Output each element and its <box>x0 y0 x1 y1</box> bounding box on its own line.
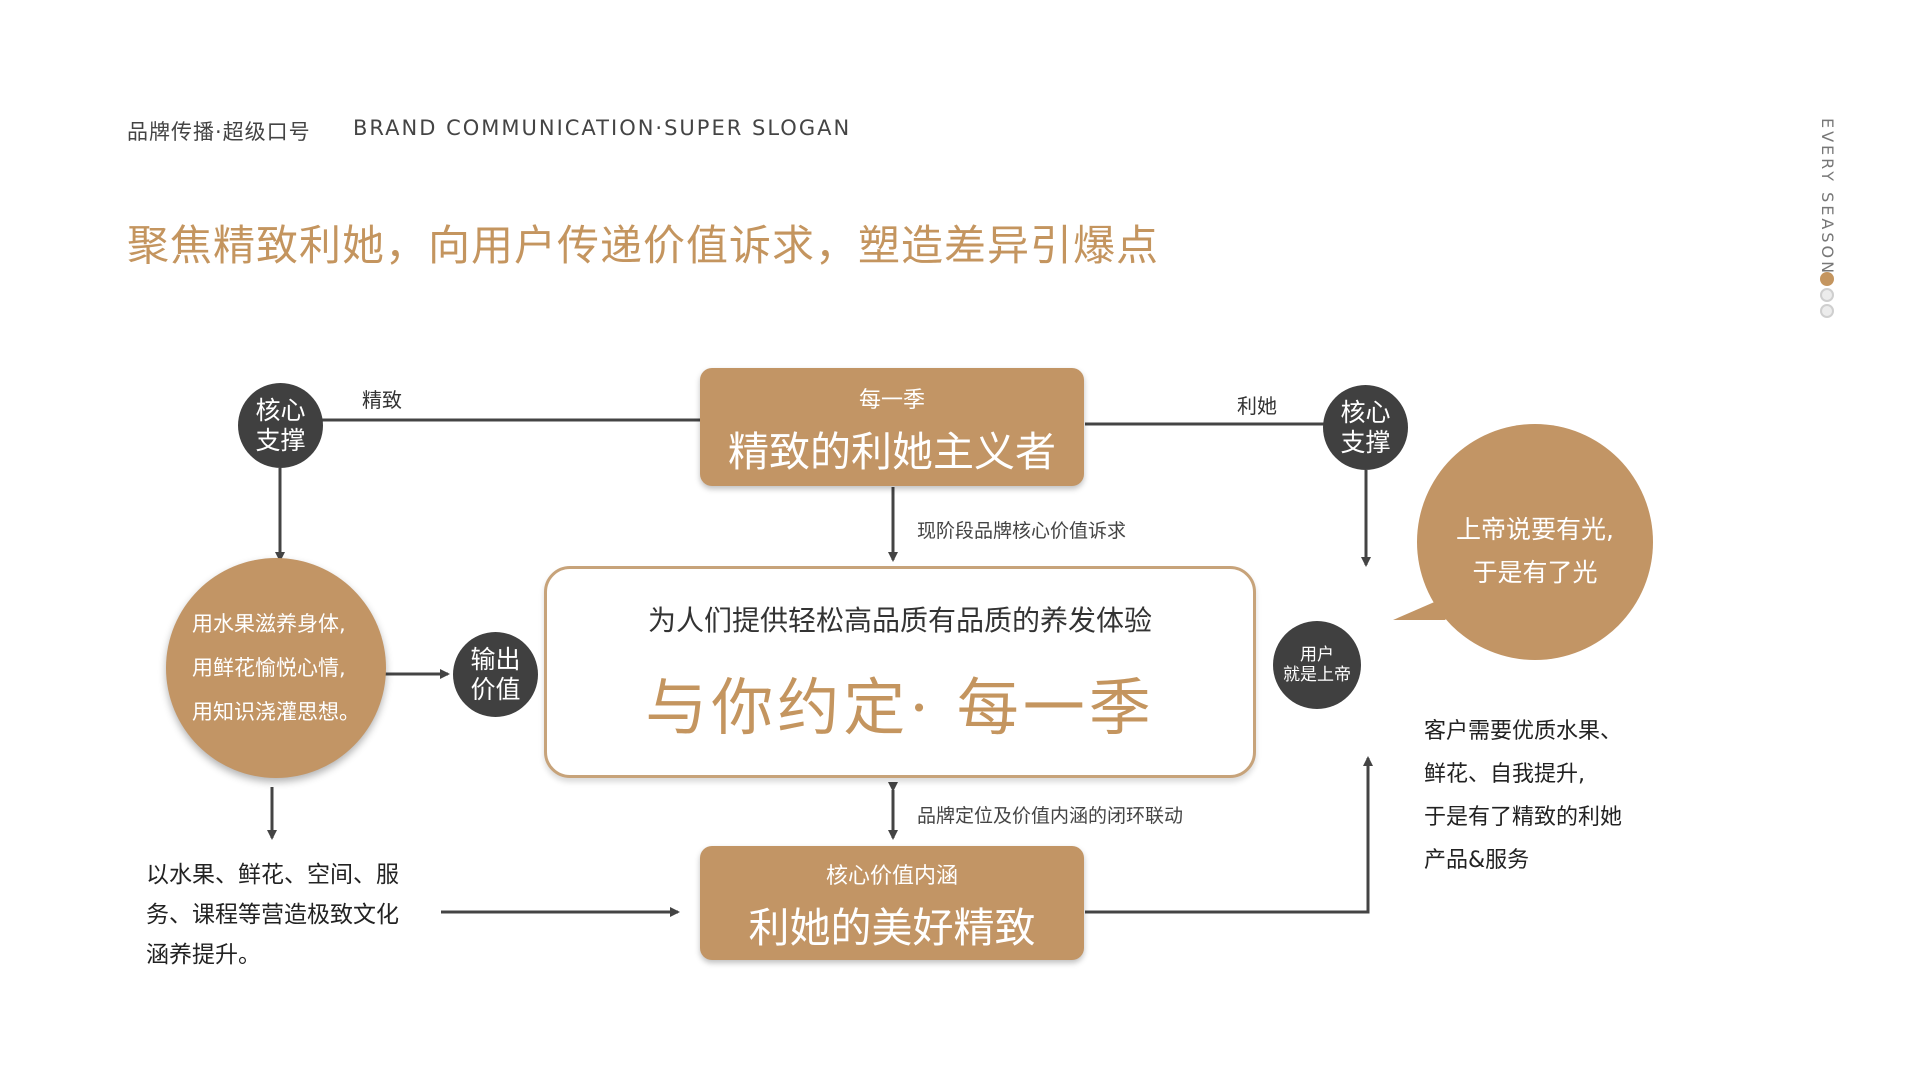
header-en: BRAND COMMUNICATION·SUPER SLOGAN <box>353 116 852 140</box>
label-lita: 利她 <box>1237 394 1277 418</box>
label-jingzhi: 精致 <box>362 388 402 412</box>
left-text-line: 涵养提升。 <box>146 942 261 968</box>
left-text: 以水果、鲜花、空间、服 务、课程等营造极致文化 涵养提升。 <box>146 855 399 975</box>
left-circle-line: 用鲜花愉悦心情, <box>192 656 346 680</box>
user-line1: 用户 <box>1300 644 1334 665</box>
center-slogan: 与你约定· 每一季 <box>645 671 1155 744</box>
bubble-text: 上帝说要有光, 于是有了光 <box>1410 508 1660 594</box>
center-line1: 为人们提供轻松高品质有品质的养发体验 <box>647 604 1152 637</box>
left-text-line: 务、课程等营造极致文化 <box>146 902 399 928</box>
label-loop: 品牌定位及价值内涵的闭环联动 <box>917 805 1184 827</box>
left-circle: 用水果滋养身体, 用鲜花愉悦心情, 用知识浇灌思想。 <box>166 558 386 778</box>
right-support-circle: 核心 支撑 <box>1323 385 1408 470</box>
dot <box>1820 304 1834 318</box>
bubble-line1: 上帝说要有光, <box>1456 515 1614 544</box>
header-cn: 品牌传播·超级口号 <box>127 120 311 144</box>
top-box-big: 精致的利她主义者 <box>728 428 1056 476</box>
left-support-line1: 核心 <box>255 395 306 425</box>
output-line1: 输出 <box>470 644 521 674</box>
user-circle: 用户 就是上帝 <box>1273 621 1361 709</box>
left-circle-line: 用知识浇灌思想。 <box>192 700 360 724</box>
center-box: 为人们提供轻松高品质有品质的养发体验 与你约定· 每一季 <box>544 566 1256 778</box>
right-text-line: 客户需要优质水果、 <box>1424 719 1623 744</box>
label-current: 现阶段品牌核心价值诉求 <box>917 520 1127 542</box>
top-box-small: 每一季 <box>858 388 925 413</box>
dot-active <box>1820 272 1834 286</box>
side-text: EVERY SEASON <box>1818 118 1837 277</box>
right-text: 客户需要优质水果、 鲜花、自我提升, 于是有了精致的利她 产品&服务 <box>1424 710 1622 882</box>
arrow-bottom-up <box>1085 756 1373 914</box>
user-line2: 就是上帝 <box>1283 665 1351 685</box>
output-circle: 输出 价值 <box>453 632 538 717</box>
bubble-line2: 于是有了光 <box>1472 558 1598 587</box>
left-text-line: 以水果、鲜花、空间、服 <box>146 862 399 888</box>
output-line2: 价值 <box>470 674 521 704</box>
right-text-line: 产品&服务 <box>1424 848 1530 873</box>
bottom-box-big: 利她的美好精致 <box>748 904 1036 952</box>
top-box: 每一季 精致的利她主义者 <box>700 368 1084 486</box>
left-circle-line: 用水果滋养身体, <box>192 612 346 636</box>
right-support-line1: 核心 <box>1340 397 1391 427</box>
page-dots <box>1818 272 1838 320</box>
left-support-line2: 支撑 <box>255 425 306 455</box>
right-text-line: 鲜花、自我提升, <box>1424 762 1585 787</box>
right-text-line: 于是有了精致的利她 <box>1424 805 1623 830</box>
bottom-box: 核心价值内涵 利她的美好精致 <box>700 846 1084 960</box>
bottom-box-small: 核心价值内涵 <box>825 864 958 889</box>
left-support-circle: 核心 支撑 <box>238 383 323 468</box>
dot <box>1820 288 1834 302</box>
speech-bubble <box>1393 424 1653 660</box>
headline: 聚焦精致利她，向用户传递价值诉求，塑造差异引爆点 <box>127 221 1160 270</box>
right-support-line2: 支撑 <box>1340 427 1391 457</box>
